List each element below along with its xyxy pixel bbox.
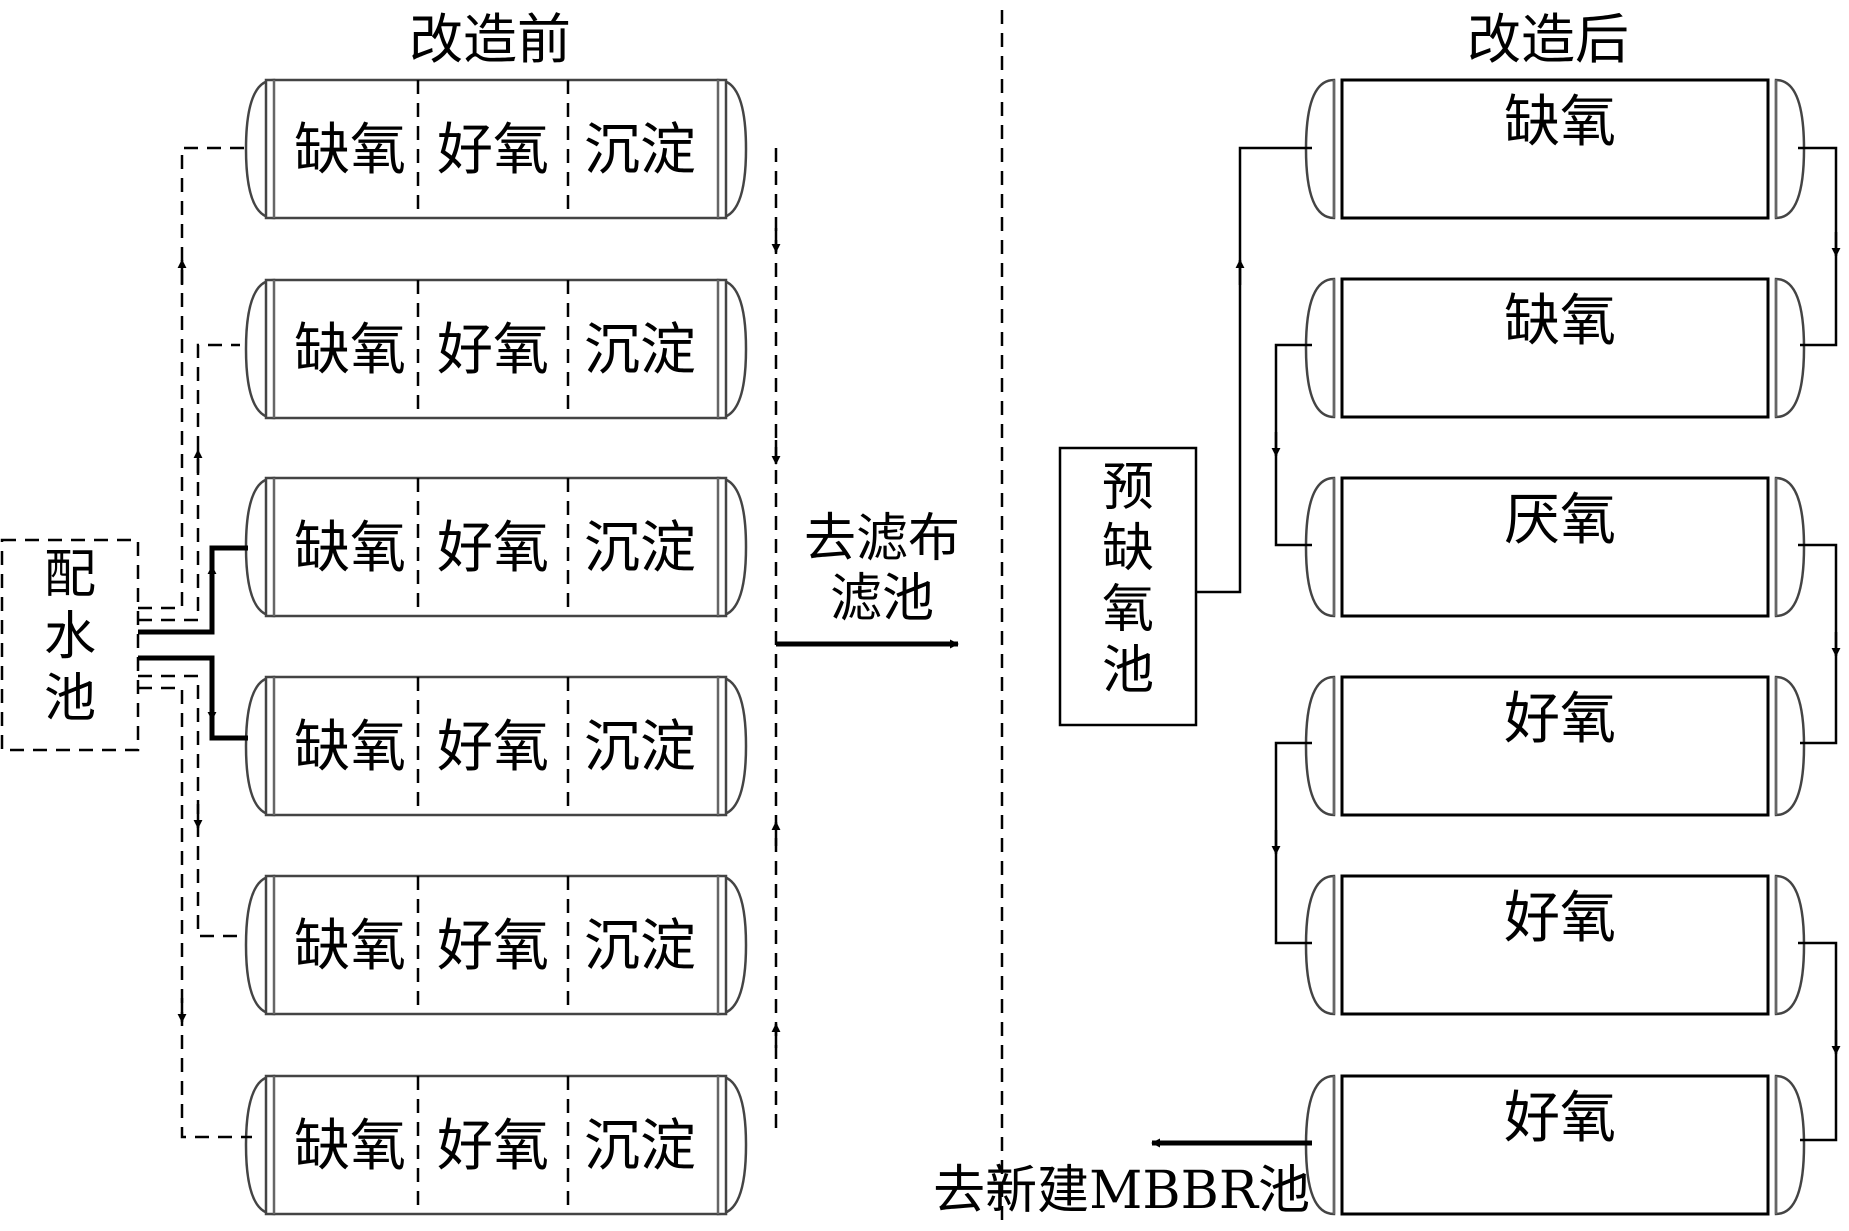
pre-anoxic-char-3: 氧 <box>1102 580 1154 640</box>
tank-right-cap <box>1774 476 1806 618</box>
tank-left-cap <box>1304 277 1336 419</box>
zone-label: 好氧 <box>437 318 549 383</box>
tank-right-cap <box>1774 675 1806 817</box>
tank-left-cap <box>1304 476 1336 618</box>
after-tank-4: 好氧 <box>1304 675 1806 817</box>
outflow-label-mbbr: 去新建MBBR池 <box>933 1161 1310 1221</box>
zone-label: 缺氧 <box>294 118 406 183</box>
pre-anoxic-tank <box>1058 446 1198 727</box>
pre-anoxic-char-1: 预 <box>1102 458 1154 518</box>
zone-label: 缺氧 <box>294 1114 406 1179</box>
zone-label: 沉淀 <box>584 1114 696 1179</box>
before-tank-group: 缺氧好氧沉淀缺氧好氧沉淀缺氧好氧沉淀缺氧好氧沉淀缺氧好氧沉淀缺氧好氧沉淀 <box>244 78 748 1216</box>
tank-body <box>1340 675 1770 817</box>
tank-body <box>264 1074 728 1216</box>
outflow-label-filter-line2: 滤池 <box>830 569 934 629</box>
tank-left-cap <box>1304 675 1336 817</box>
zone-label: 沉淀 <box>584 715 696 780</box>
zone-label: 好氧 <box>1504 687 1616 752</box>
tank-body <box>1340 874 1770 1016</box>
zone-label: 缺氧 <box>294 715 406 780</box>
tank-body <box>264 78 728 220</box>
tank-right-cap <box>1774 874 1806 1016</box>
before-tank-2: 缺氧好氧沉淀 <box>244 278 748 420</box>
tank-body <box>1340 78 1770 220</box>
tank-left-cap <box>1304 874 1336 1016</box>
feed-line-tank5 <box>138 674 240 938</box>
zone-label: 缺氧 <box>1504 90 1616 155</box>
distribution-tank-char-3: 池 <box>44 669 96 729</box>
tank-body <box>1340 476 1770 618</box>
zone-label: 沉淀 <box>584 318 696 383</box>
zone-label: 好氧 <box>437 715 549 780</box>
tank-body <box>264 278 728 420</box>
after-tank-3: 厌氧 <box>1304 476 1806 618</box>
feed-line-tank1 <box>138 146 252 610</box>
after-tank-2: 缺氧 <box>1304 277 1806 419</box>
zone-label: 好氧 <box>437 516 549 581</box>
zone-label: 厌氧 <box>1504 488 1616 553</box>
before-tank-6: 缺氧好氧沉淀 <box>244 1074 748 1216</box>
pre-anoxic-char-4: 池 <box>1102 641 1154 701</box>
pre-anoxic-char-2: 缺 <box>1102 519 1154 579</box>
zone-label: 好氧 <box>1504 1086 1616 1151</box>
before-tank-1: 缺氧好氧沉淀 <box>244 78 748 220</box>
after-tank-1: 缺氧 <box>1304 78 1806 220</box>
distribution-tank-char-1: 配 <box>44 545 96 605</box>
tank-right-cap <box>1774 277 1806 419</box>
before-tank-5: 缺氧好氧沉淀 <box>244 874 748 1016</box>
pre-anoxic-tank-label: 预 缺 氧 池 <box>1102 458 1154 701</box>
feed-line-tank4 <box>138 655 248 741</box>
after-title: 改造后 <box>1467 8 1629 71</box>
tank-body <box>1340 277 1770 419</box>
before-tank-4: 缺氧好氧沉淀 <box>244 675 748 817</box>
tank-body <box>264 476 728 618</box>
zone-label: 好氧 <box>437 914 549 979</box>
zone-label: 好氧 <box>437 1114 549 1179</box>
zone-label: 好氧 <box>1504 886 1616 951</box>
zone-label: 沉淀 <box>584 914 696 979</box>
feed-line-tank2 <box>138 343 240 622</box>
feed-line-tank6 <box>138 686 252 1139</box>
tank-right-cap <box>1774 1074 1806 1216</box>
before-title: 改造前 <box>409 8 571 71</box>
before-tank-3: 缺氧好氧沉淀 <box>244 476 748 618</box>
tank-body <box>1340 1074 1770 1216</box>
outflow-label-filter-line1: 去滤布 <box>804 509 960 569</box>
zone-label: 缺氧 <box>294 914 406 979</box>
tank-body <box>264 874 728 1016</box>
distribution-tank-label: 配 水 池 <box>44 545 96 729</box>
distribution-tank-char-2: 水 <box>44 607 96 667</box>
zone-label: 缺氧 <box>294 516 406 581</box>
zone-label: 缺氧 <box>294 318 406 383</box>
zone-label: 好氧 <box>437 118 549 183</box>
zone-label: 沉淀 <box>584 118 696 183</box>
zone-label: 沉淀 <box>584 516 696 581</box>
pre-anoxic-to-tank1-line <box>1196 146 1312 594</box>
zone-label: 缺氧 <box>1504 289 1616 354</box>
after-tank-5: 好氧 <box>1304 874 1806 1016</box>
after-tank-6: 好氧 <box>1304 1074 1806 1216</box>
tank-body <box>264 675 728 817</box>
distribution-tank <box>0 538 140 752</box>
